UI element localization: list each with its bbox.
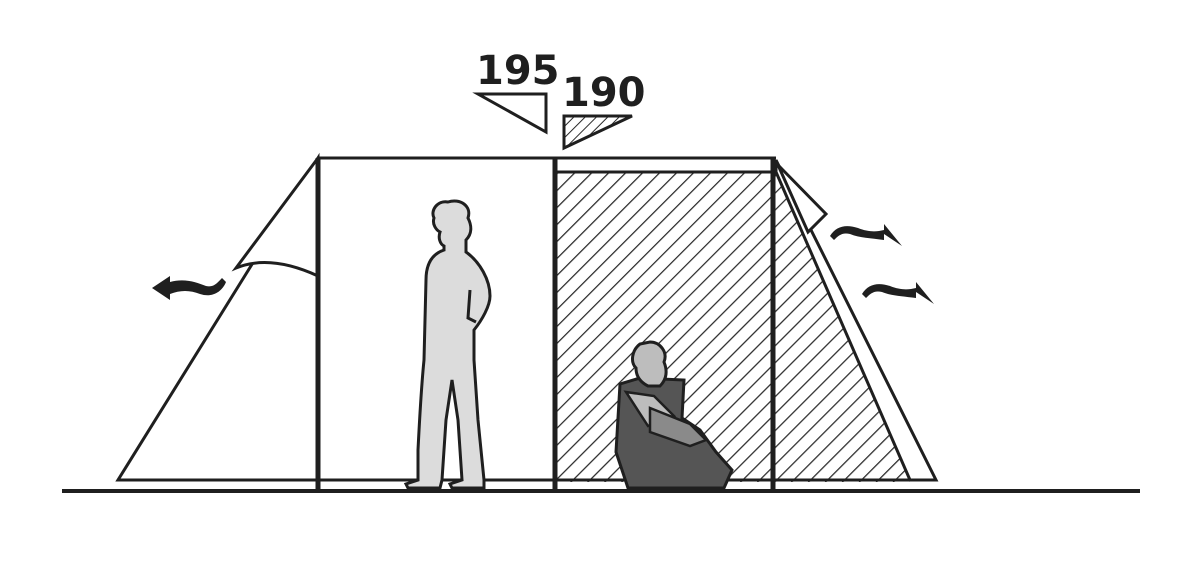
airflow-arrow-icon	[152, 276, 226, 300]
right-door-flap	[776, 163, 829, 235]
left-door-flap	[231, 153, 320, 279]
headroom-triangle-icon	[472, 92, 548, 135]
standing-person-icon	[403, 199, 492, 490]
headroom-triangle-icon	[562, 114, 633, 151]
airflow-arrow-icon	[862, 282, 934, 304]
airflow-arrow-icon	[830, 224, 902, 246]
seated-person-icon	[614, 340, 734, 490]
standing-person-arm	[466, 289, 477, 324]
height-label-195: 195	[476, 48, 560, 94]
height-label-190: 190	[562, 70, 646, 116]
